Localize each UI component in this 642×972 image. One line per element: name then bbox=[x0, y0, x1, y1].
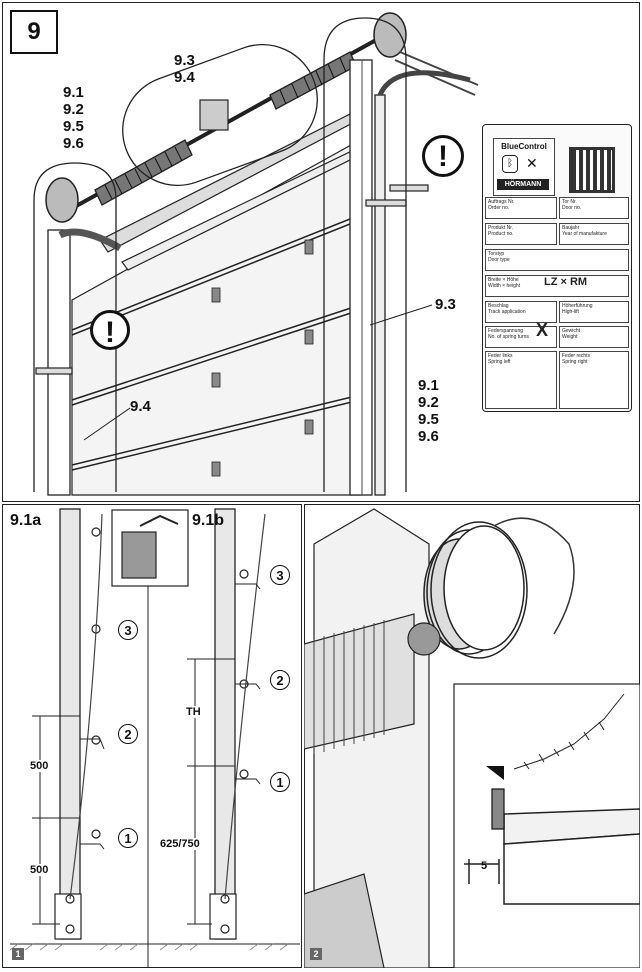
plate-cell-order: Auftrags Nr.Order no. bbox=[485, 197, 557, 219]
id-plate: BlueControl ᛒ ✕ HÖRMANN Auftrags Nr.Orde… bbox=[482, 124, 632, 412]
label-9-2: 9.2 bbox=[63, 101, 84, 118]
labels-top: 9.3 9.4 bbox=[174, 52, 195, 86]
warning-icon-left: ! bbox=[90, 310, 130, 350]
tools-icon: ✕ bbox=[526, 155, 538, 171]
plate-cell-door: Tor Nr.Door no. bbox=[559, 197, 629, 219]
label-9-2: 9.2 bbox=[418, 394, 439, 411]
dim-625-750: 625/750 bbox=[160, 838, 200, 850]
dim-500-lower: 500 bbox=[30, 864, 49, 876]
track-diagrams bbox=[9, 508, 300, 968]
door-illustration bbox=[33, 12, 479, 496]
label-9-6: 9.6 bbox=[63, 135, 84, 152]
callout-a-3: 3 bbox=[118, 620, 138, 640]
plate-brand: BlueControl bbox=[501, 142, 547, 151]
labels-left: 9.1 9.2 9.5 9.6 bbox=[63, 84, 84, 152]
labels-right: 9.1 9.2 9.5 9.6 bbox=[418, 377, 439, 445]
label-9-4-track: 9.4 bbox=[130, 398, 151, 415]
spring-drum-illustration bbox=[304, 508, 640, 968]
plate-size-value: LZ × RM bbox=[544, 276, 588, 288]
bluetooth-icon: ᛒ bbox=[502, 155, 518, 173]
label-9-4: 9.4 bbox=[174, 69, 195, 86]
label-9-5: 9.5 bbox=[63, 118, 84, 135]
dim-5: 5 bbox=[481, 860, 488, 872]
panel-number-1: 1 bbox=[12, 948, 24, 960]
label-9-3-plate: 9.3 bbox=[435, 296, 456, 313]
dim-th: TH bbox=[186, 706, 201, 718]
plate-brand-box: BlueControl ᛒ ✕ HÖRMANN bbox=[493, 138, 555, 196]
label-9-1a: 9.1a bbox=[10, 512, 42, 529]
label-9-3: 9.3 bbox=[174, 52, 195, 69]
callout-a-2: 2 bbox=[118, 724, 138, 744]
top-panel bbox=[2, 2, 640, 502]
plate-cell-product: Produkt Nr.Product no. bbox=[485, 223, 557, 245]
plate-x-mark: X bbox=[536, 320, 549, 340]
warning-icon-right: ! bbox=[422, 135, 464, 177]
dim-500-upper: 500 bbox=[30, 760, 49, 772]
label-9-1: 9.1 bbox=[418, 377, 439, 394]
qr-code-icon bbox=[569, 147, 615, 193]
step-number: 9 bbox=[10, 10, 58, 54]
label-9-6: 9.6 bbox=[418, 428, 439, 445]
label-9-5: 9.5 bbox=[418, 411, 439, 428]
label-9-1: 9.1 bbox=[63, 84, 84, 101]
callout-b-1: 1 bbox=[270, 772, 290, 792]
panel-number-2: 2 bbox=[310, 948, 322, 960]
plate-maker: HÖRMANN bbox=[497, 179, 549, 190]
callout-b-2: 2 bbox=[270, 670, 290, 690]
callout-b-3: 3 bbox=[270, 565, 290, 585]
label-9-1b: 9.1b bbox=[192, 512, 225, 529]
warning-symbol: ! bbox=[438, 140, 448, 173]
callout-a-1: 1 bbox=[118, 828, 138, 848]
bottom-panel-1 bbox=[2, 504, 302, 968]
warning-symbol: ! bbox=[105, 316, 115, 349]
